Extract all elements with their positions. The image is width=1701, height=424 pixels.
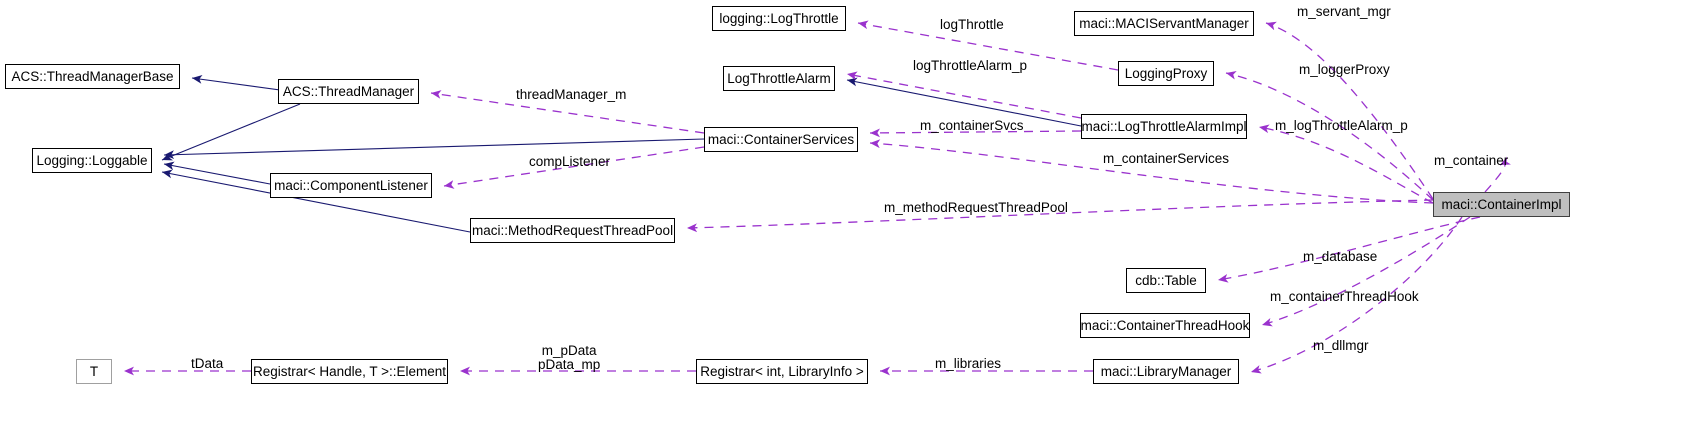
node-maci-maciservantmanager[interactable]: maci::MACIServantManager: [1074, 11, 1254, 36]
edge-label-threadmanager-m: threadManager_m: [516, 87, 627, 102]
node-maci-containerservices[interactable]: maci::ContainerServices: [704, 127, 858, 152]
edge-label-m-containersvcs: m_containerSvcs: [920, 118, 1024, 133]
edge-label-m-containerthreadhook: m_containerThreadHook: [1270, 289, 1419, 304]
edge-label-m-containerservices: m_containerServices: [1103, 151, 1230, 166]
node-registrar-handle-element[interactable]: Registrar< Handle, T >::Element: [251, 359, 448, 384]
node-loggingproxy[interactable]: LoggingProxy: [1118, 61, 1214, 86]
node-acs-threadmanagerbase[interactable]: ACS::ThreadManagerBase: [5, 64, 180, 89]
edge-label-m-loggerproxy: m_loggerProxy: [1299, 62, 1390, 77]
node-template-parameter-t[interactable]: T: [76, 359, 112, 384]
node-maci-methodrequestthreadpool[interactable]: maci::MethodRequestThreadPool: [470, 218, 675, 243]
edge-label-m-libraries: m_libraries: [935, 356, 1002, 371]
node-registrar-int-libraryinfo[interactable]: Registrar< int, LibraryInfo >: [696, 359, 868, 384]
node-maci-librarymanager[interactable]: maci::LibraryManager: [1093, 359, 1239, 384]
node-maci-componentlistener[interactable]: maci::ComponentListener: [270, 173, 432, 198]
edge-label-m-methodrequestthreadpool: m_methodRequestThreadPool: [884, 200, 1068, 215]
node-logthrottlealarm[interactable]: LogThrottleAlarm: [723, 66, 835, 91]
edge-label-m-logthrottlealarm-p: m_logThrottleAlarm_p: [1275, 118, 1408, 133]
node-acs-threadmanager[interactable]: ACS::ThreadManager: [278, 79, 419, 104]
edge-label-m-servant-mgr: m_servant_mgr: [1297, 4, 1391, 19]
edge-label-complistener: compListener: [529, 154, 611, 169]
edge-label-m-container: m_container: [1434, 153, 1509, 168]
node-maci-logthrottlealarmimpl[interactable]: maci::LogThrottleAlarmImpl: [1081, 114, 1247, 139]
node-logging-logthrottle[interactable]: logging::LogThrottle: [712, 6, 846, 31]
edge-label-m-database: m_database: [1303, 249, 1378, 264]
edge-label-logthrottle: logThrottle: [940, 17, 1004, 32]
node-maci-containerthreadhook[interactable]: maci::ContainerThreadHook: [1080, 313, 1250, 338]
edge-label-logthrottlealarm-p: logThrottleAlarm_p: [913, 58, 1028, 73]
node-logging-loggable[interactable]: Logging::Loggable: [32, 148, 152, 173]
edge-label-m-dllmgr: m_dllmgr: [1313, 338, 1369, 353]
node-cdb-table[interactable]: cdb::Table: [1126, 268, 1206, 293]
edge-label-tdata: tData: [191, 356, 224, 371]
node-maci-containerimpl[interactable]: maci::ContainerImpl: [1433, 192, 1570, 217]
